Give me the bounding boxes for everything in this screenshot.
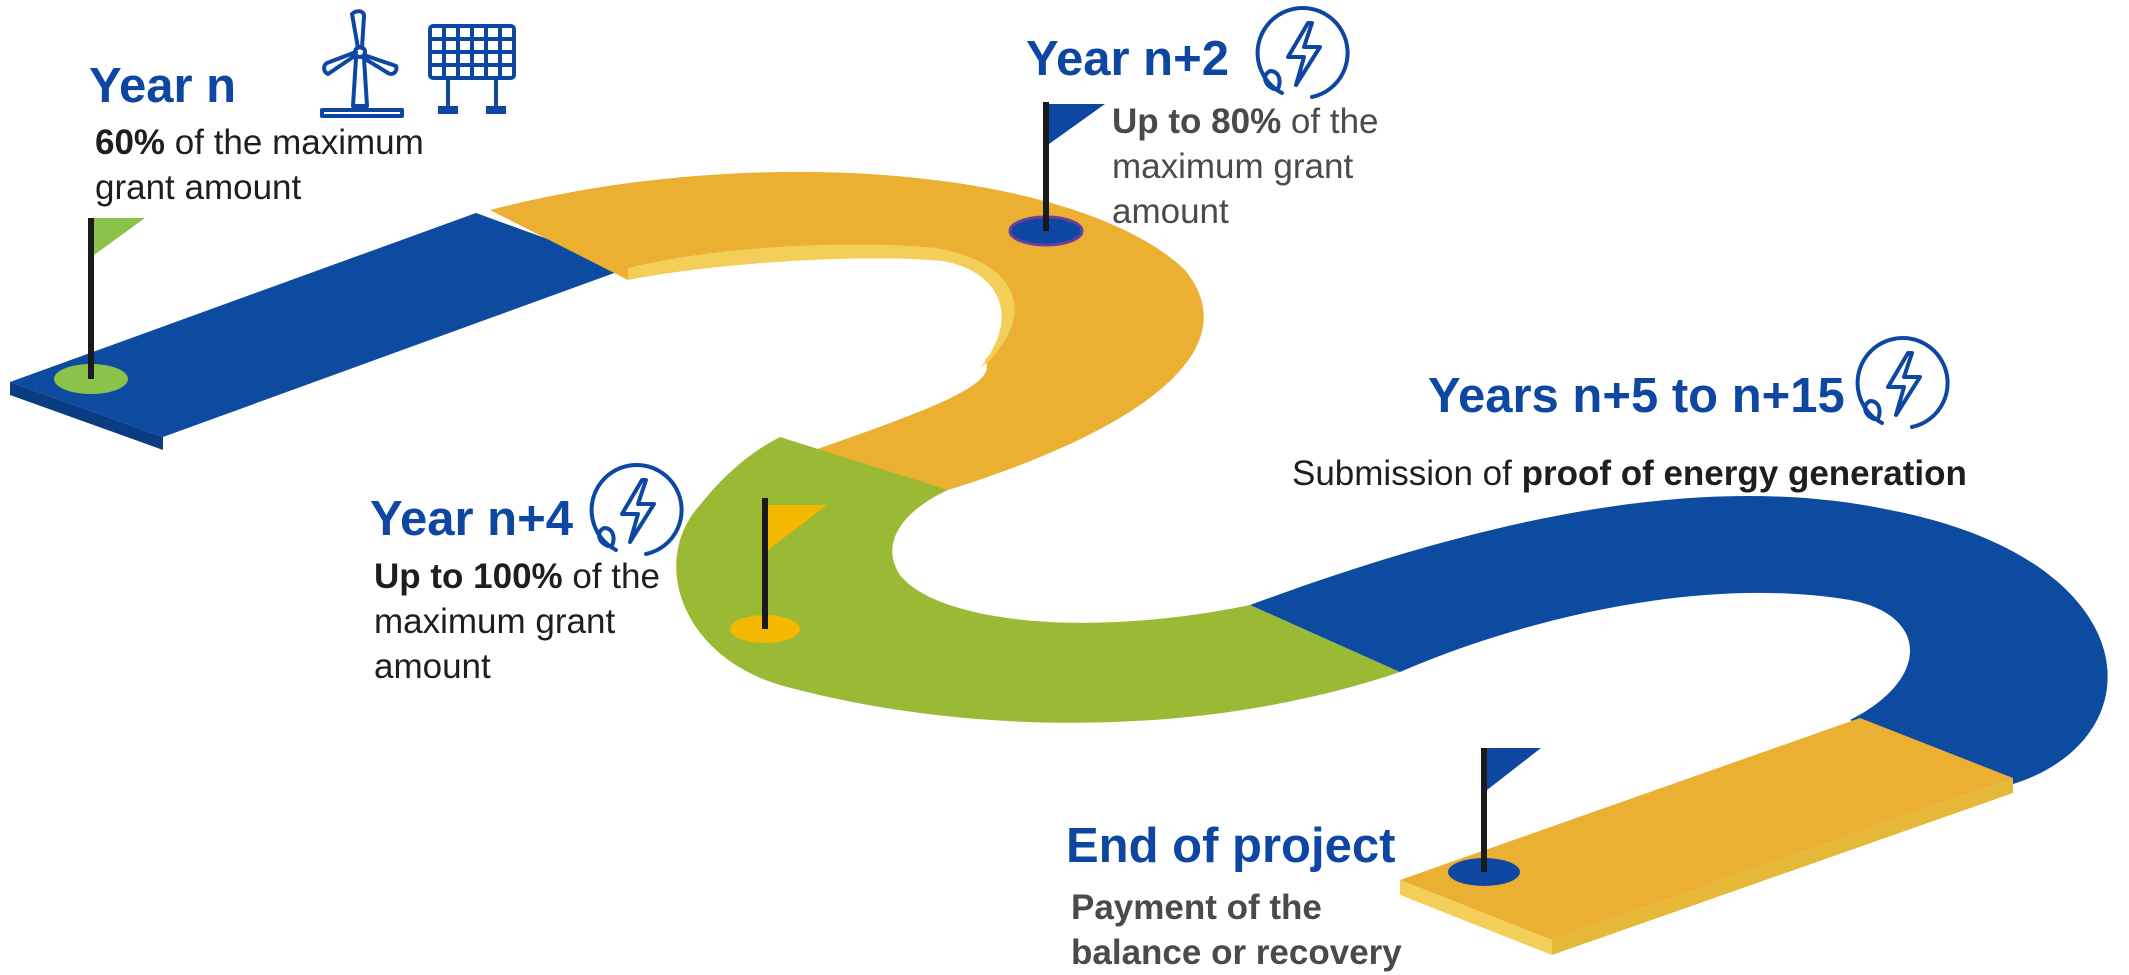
milestone-title-year-n: Year n xyxy=(89,59,237,113)
path-segment-year-n2 xyxy=(490,171,1204,490)
flag-end-of-project xyxy=(1448,748,1541,886)
milestone-desc-strong: proof of energy generation xyxy=(1521,454,1967,493)
milestone-desc-text: of the maximum grant amount xyxy=(374,557,660,686)
flag-year-n xyxy=(54,218,145,394)
path-segment-year-n4 xyxy=(676,437,1400,723)
milestone-title-years-n5-n15: Years n+5 to n+15 xyxy=(1428,369,1845,423)
lightning-leaf-icon xyxy=(1855,335,1950,429)
milestone-desc-year-n: 60% of the maximum grant amount xyxy=(95,120,475,210)
milestone-desc-years-n5-n15: Submission of proof of energy generation xyxy=(1292,451,1967,496)
path-segment-year-n-edge xyxy=(10,382,163,450)
milestone-desc-text: of the maximum grant amount xyxy=(1112,102,1379,231)
wind-turbine-icon xyxy=(320,9,404,118)
path-segment-years-n5-n15 xyxy=(1250,495,2108,785)
milestone-desc-year-n2: Up to 80% of the maximum grant amount xyxy=(1112,99,1412,234)
milestone-title-year-n2: Year n+2 xyxy=(1026,32,1229,86)
milestone-desc-strong: Up to 80% xyxy=(1112,102,1282,141)
flag-year-n2 xyxy=(1008,102,1105,247)
solar-panel-icon xyxy=(428,24,516,114)
milestone-desc-year-n4: Up to 100% of the maximum grant amount xyxy=(374,554,694,689)
milestone-desc-text: of the maximum grant amount xyxy=(95,123,424,207)
path-segment-year-n2-inner-edge xyxy=(628,244,1015,368)
flag-year-n4 xyxy=(730,498,827,643)
milestone-title-end-of-project: End of project xyxy=(1066,819,1396,873)
path-segment-end xyxy=(1400,718,2013,940)
milestone-desc-strong: Up to 100% xyxy=(374,557,563,596)
milestone-desc-text: Submission of xyxy=(1292,454,1522,493)
lightning-leaf-icon xyxy=(1255,5,1350,99)
path-segment-year-n xyxy=(10,213,628,437)
lightning-leaf-icon xyxy=(589,462,684,556)
milestone-title-year-n4: Year n+4 xyxy=(370,492,573,546)
milestone-desc-strong: 60% xyxy=(95,123,166,162)
milestone-desc-end-of-project: Payment of the balance or recovery xyxy=(1071,885,1431,975)
milestone-desc-strong: Payment of the balance or recovery xyxy=(1071,888,1402,972)
path-segment-end-edge xyxy=(1400,880,1552,955)
path-segment-end-edge-right xyxy=(1552,778,2013,955)
